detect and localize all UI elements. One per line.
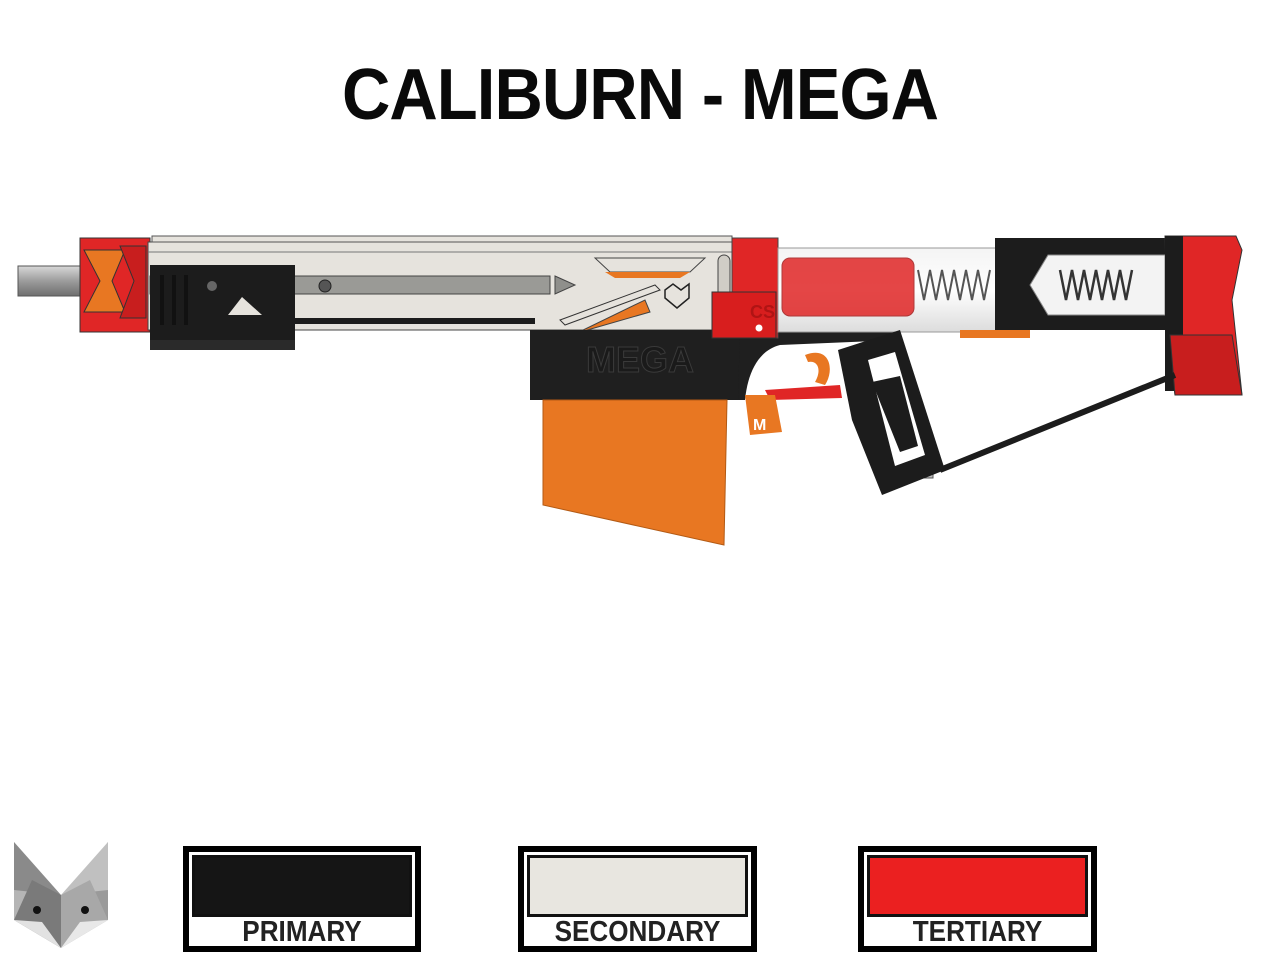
swatch-label: SECONDARY bbox=[554, 916, 721, 948]
plunger-tube bbox=[777, 247, 999, 333]
swatch-primary: PRIMARY bbox=[183, 846, 421, 952]
swatch-tertiary: TERTIARY bbox=[858, 846, 1097, 952]
red-block: CS bbox=[711, 237, 779, 339]
guide-rod bbox=[295, 318, 535, 324]
svg-text:CS: CS bbox=[750, 302, 775, 322]
magazine bbox=[542, 399, 728, 546]
stock bbox=[902, 235, 1243, 479]
lower-receiver: MEGA bbox=[530, 325, 900, 400]
page-title: CALIBURN - MEGA bbox=[341, 55, 939, 135]
grip bbox=[838, 330, 945, 495]
trigger: M bbox=[745, 352, 842, 435]
muzzle bbox=[79, 237, 151, 333]
svg-text:MEGA: MEGA bbox=[586, 339, 694, 380]
handguard bbox=[150, 265, 332, 350]
fox-emblem-icon bbox=[664, 282, 690, 309]
swatch-color bbox=[192, 855, 412, 917]
svg-text:M: M bbox=[753, 417, 766, 434]
swatch-label: PRIMARY bbox=[242, 916, 362, 948]
swatch-color bbox=[527, 855, 748, 917]
swatch-secondary: SECONDARY bbox=[518, 846, 757, 952]
fox-logo-icon bbox=[14, 842, 108, 948]
swatch-color bbox=[867, 855, 1088, 917]
swatch-label: TERTIARY bbox=[912, 916, 1043, 948]
